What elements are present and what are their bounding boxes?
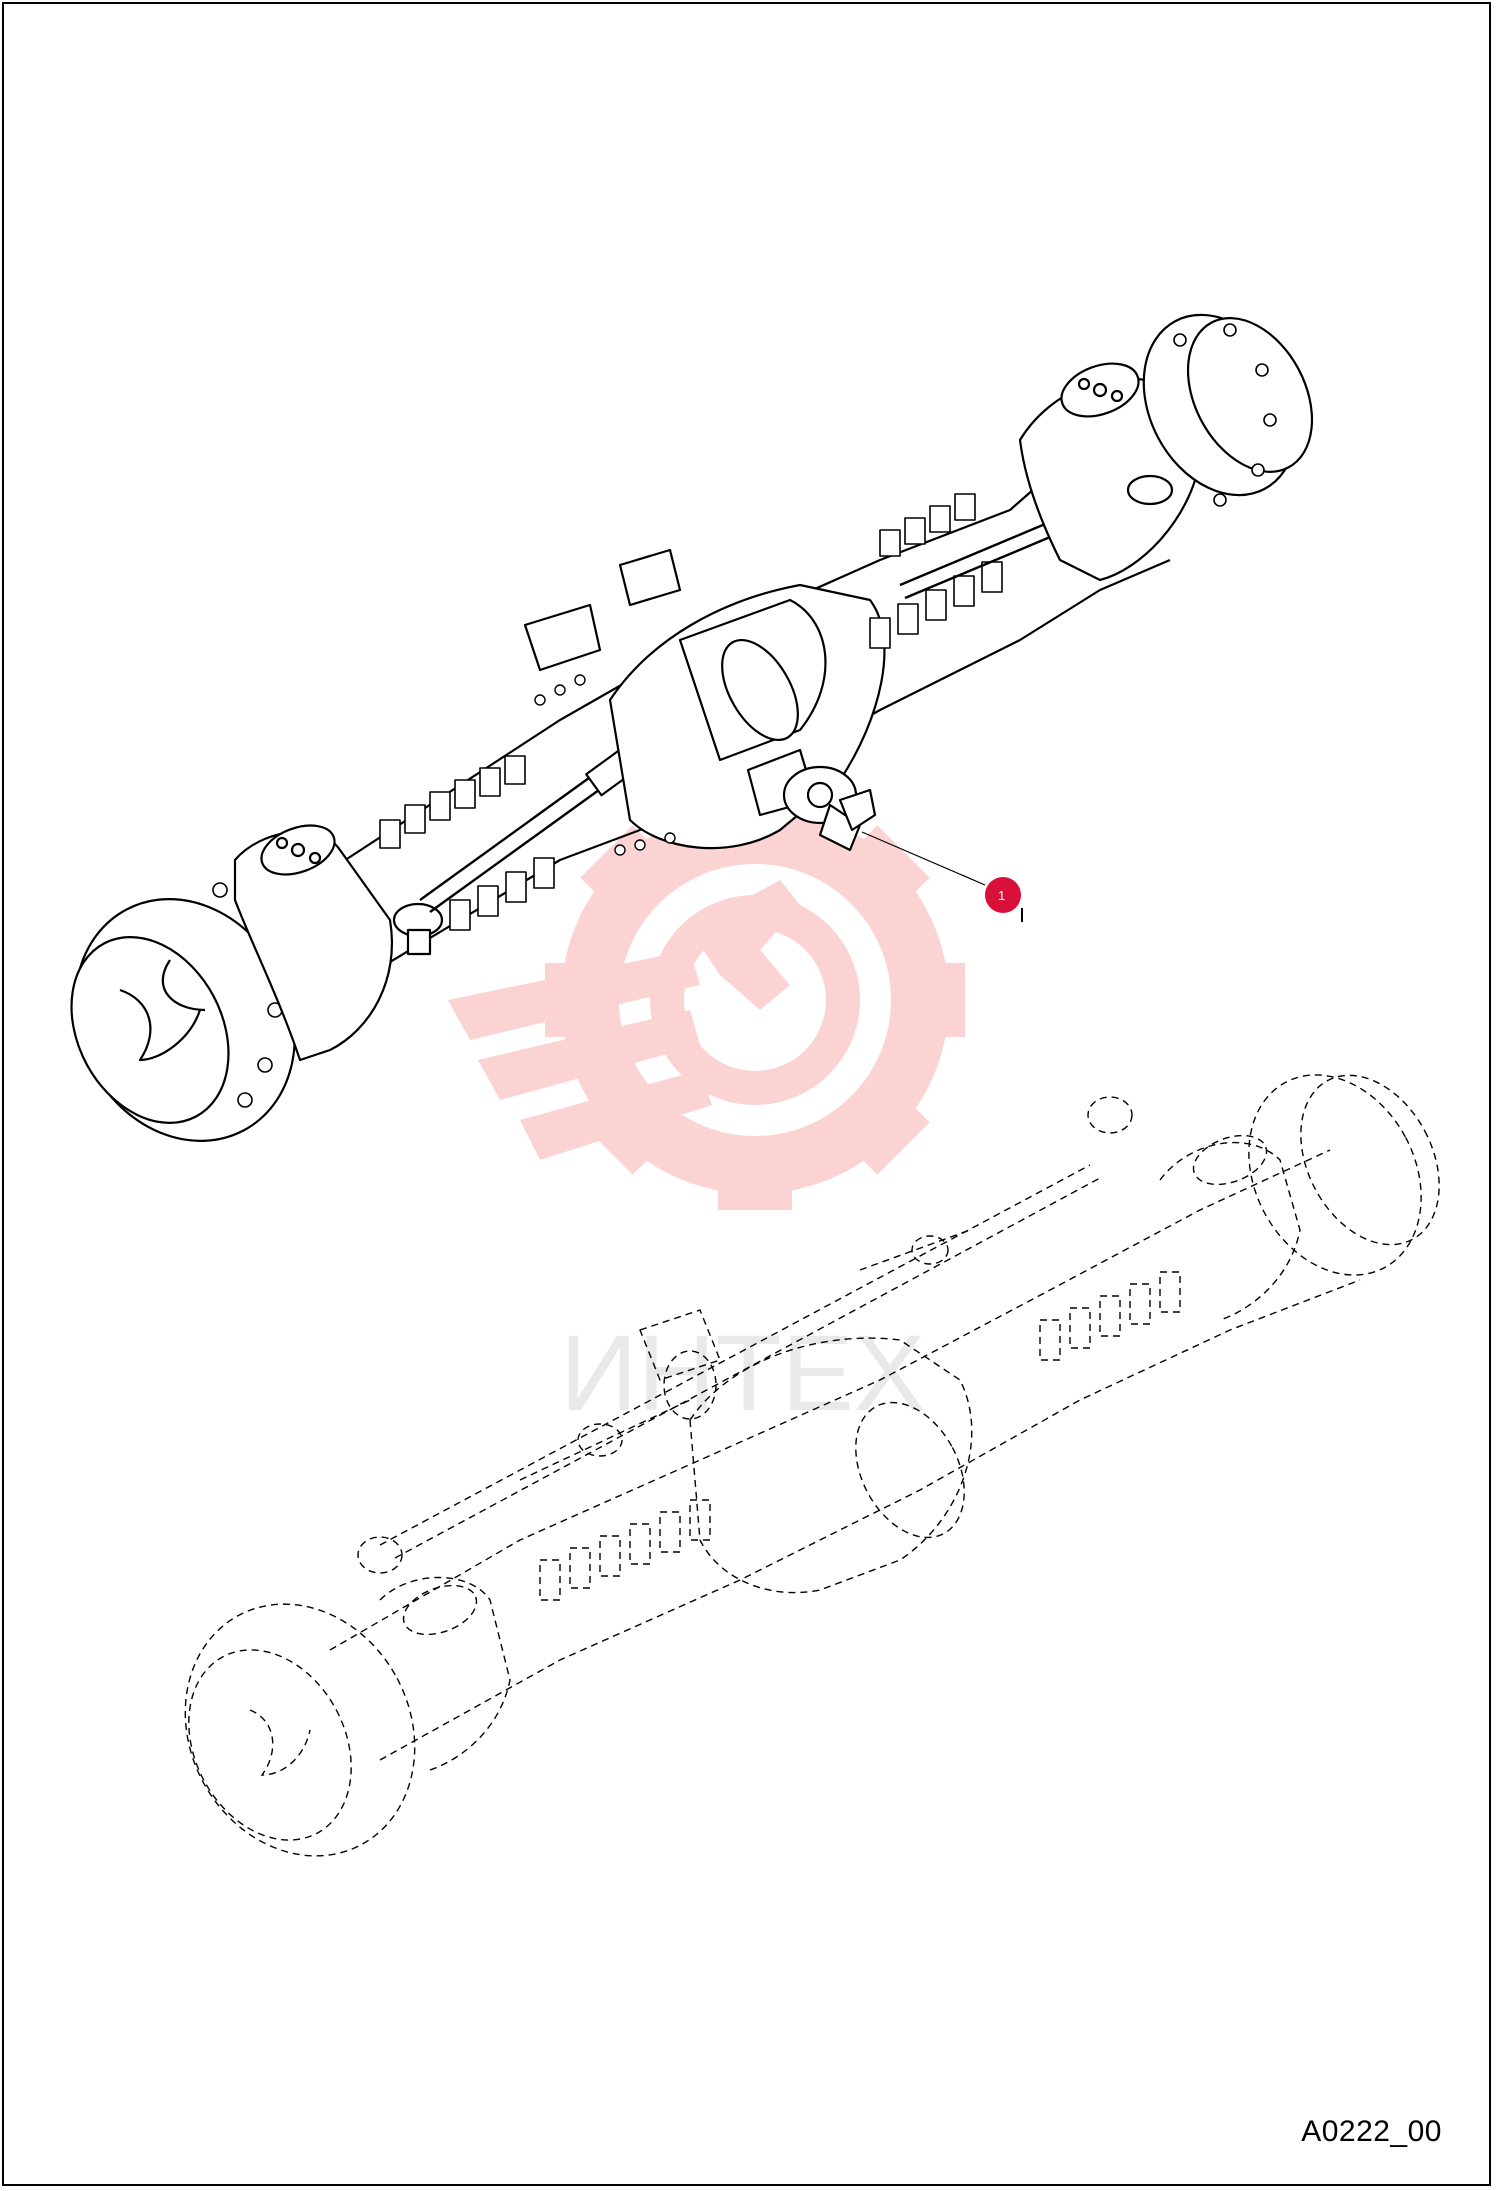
watermark-text: ИНТЕХ [560, 1312, 926, 1433]
rear-axle-assembly [184, 1074, 1440, 1857]
rear-left-wheel [184, 1603, 416, 1857]
callout-1: 1 [861, 831, 1023, 922]
input-yoke [782, 765, 877, 852]
callout-label: 1 [998, 888, 1005, 903]
front-axle-assembly [70, 313, 1314, 1142]
drawing-code: A0222_00 [1301, 2115, 1442, 2148]
watermark-logo: ИНТЕХ [448, 790, 965, 1433]
rear-right-wheel [1248, 1074, 1422, 1276]
callout-marker[interactable] [985, 877, 1021, 913]
